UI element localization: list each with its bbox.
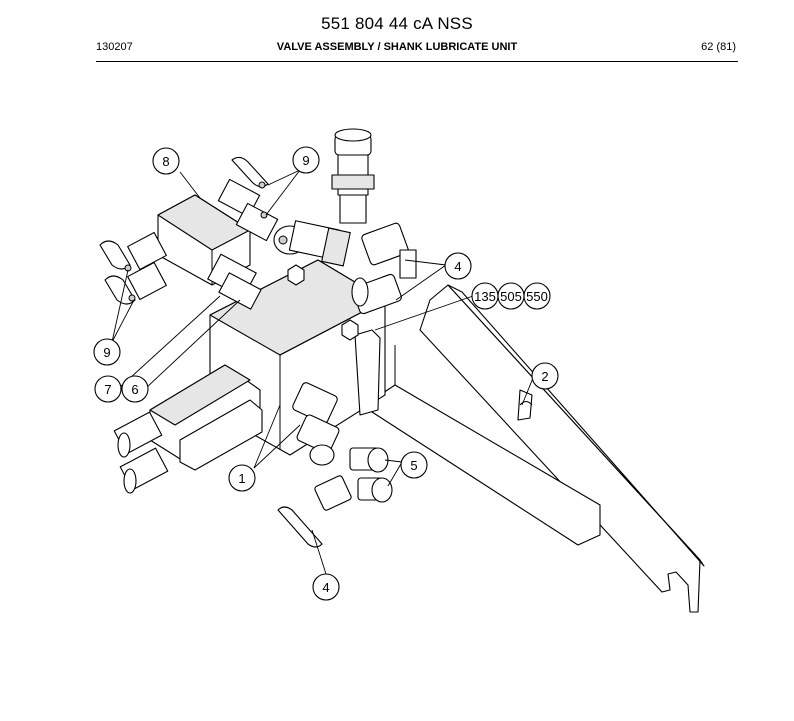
page-number: 62 (81) [701,41,736,53]
hex-plug-side [341,319,359,341]
callout-7: 7 [94,375,122,403]
svg-text:9: 9 [302,153,309,168]
callout-2: 2 [531,362,559,390]
shank-bracket [371,284,705,613]
callout-9-left: 9 [93,338,121,366]
quick-coupling-top [331,128,375,224]
left-elbow-fittings [99,231,167,305]
callout-135: 135 [471,282,499,310]
svg-text:550: 550 [526,289,548,304]
svg-text:7: 7 [104,382,111,397]
callout-5: 5 [400,451,428,479]
top-elbow-fittings [217,156,279,242]
mid-adapter-fitting [207,253,262,310]
callout-505: 505 [497,282,525,310]
callout-4-upper: 4 [444,252,472,280]
callout-4-lower: 4 [312,573,340,601]
right-elbow-fittings [351,222,417,315]
svg-text:5: 5 [410,458,417,473]
callout-6: 6 [121,375,149,403]
callout-550: 550 [523,282,551,310]
callout-8: 8 [152,147,180,175]
section-title: VALVE ASSEMBLY / SHANK LUBRICATE UNIT [276,41,518,53]
callout-9-top: 9 [292,146,320,174]
svg-text:505: 505 [500,289,522,304]
svg-text:4: 4 [454,259,461,274]
svg-text:1: 1 [238,471,245,486]
hex-plug-top [287,264,305,286]
document-code: 130207 [96,41,133,53]
quick-coupling-side [273,220,351,267]
lower-fittings [277,382,393,548]
svg-text:4: 4 [322,580,329,595]
svg-text:9: 9 [103,345,110,360]
cartridge-valves [113,364,263,494]
svg-text:8: 8 [162,154,169,169]
svg-text:6: 6 [131,382,138,397]
callout-1: 1 [228,464,256,492]
leader-lines [111,169,534,575]
document-title: 551 804 44 cA NSS [321,14,473,33]
svg-text:2: 2 [541,369,548,384]
header-divider [96,61,738,62]
svg-text:135: 135 [474,289,496,304]
